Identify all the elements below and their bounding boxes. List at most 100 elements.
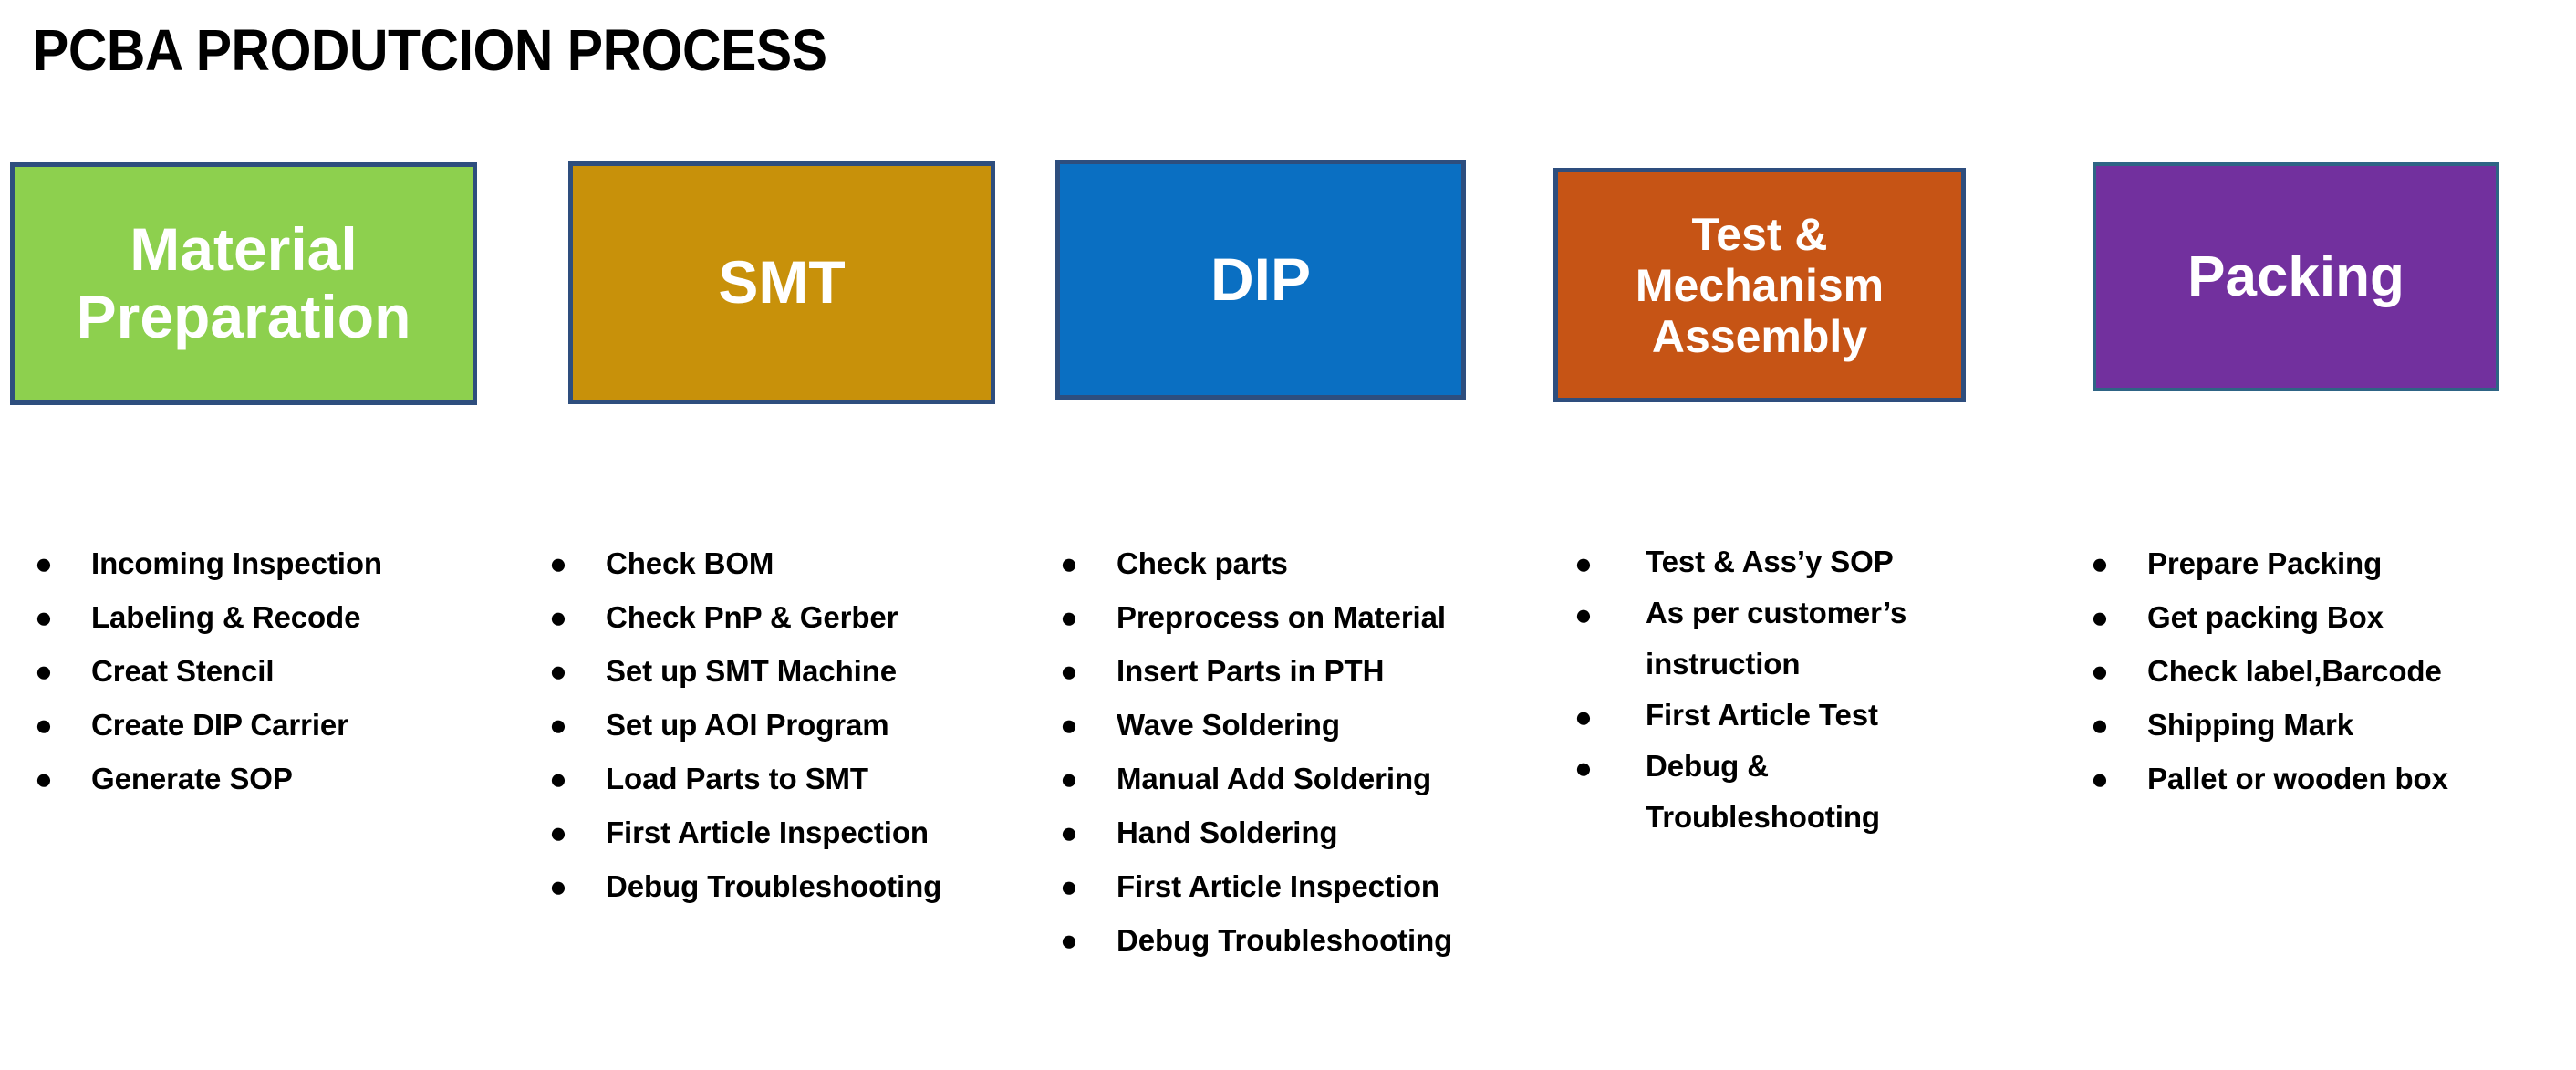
list-item[interactable]: ●First Article Test: [1560, 690, 1989, 741]
stage-box-smt[interactable]: SMT: [568, 161, 995, 404]
list-item[interactable]: ● Debug Troubleshooting: [1045, 913, 1542, 967]
list-item[interactable]: ●Pallet or wooden box: [2076, 752, 2573, 805]
bullet-dot-icon: ●: [549, 600, 567, 634]
list-item[interactable]: ●Debug & Troubleshooting: [1560, 741, 1989, 843]
bullet-dot-icon: ●: [1060, 923, 1078, 957]
stage-label-packing: Packing: [2187, 244, 2405, 308]
list-item[interactable]: ●First Article Inspection: [1045, 859, 1542, 913]
list-item-label: Check PnP & Gerber: [606, 600, 898, 634]
list-item[interactable]: ● Labeling & Recode: [20, 590, 513, 644]
bullet-dot-icon: ●: [549, 869, 567, 903]
list-item[interactable]: ● Insert Parts in PTH: [1045, 644, 1542, 698]
detail-list-material-preparation: ●Incoming Inspection●Labeling & Recode●C…: [20, 536, 513, 805]
bullet-list: ●Incoming Inspection●Labeling & Recode●C…: [20, 536, 513, 805]
list-item-label: Debug Troubleshooting: [606, 869, 942, 903]
bullet-dot-icon: ●: [35, 708, 53, 742]
list-item-label: Preprocess on Material: [1117, 600, 1446, 634]
list-item[interactable]: ● Set up SMT Machine: [535, 644, 1027, 698]
list-item-label: Labeling & Recode: [91, 600, 361, 634]
list-item-label: Check label,Barcode: [2147, 654, 2442, 688]
list-item-label: Insert Parts in PTH: [1117, 654, 1385, 688]
list-item-label: Hand Soldering: [1117, 815, 1338, 849]
bullet-dot-icon: ●: [1060, 708, 1078, 742]
bullet-dot-icon: ●: [35, 654, 53, 688]
stage-label-dip: DIP: [1210, 244, 1312, 313]
list-item-label: First Article Inspection: [606, 815, 929, 849]
list-item[interactable]: ● Check PnP & Gerber: [535, 590, 1027, 644]
list-item[interactable]: ● Debug Troubleshooting: [535, 859, 1027, 913]
bullet-dot-icon: ●: [1574, 700, 1593, 733]
list-item[interactable]: ●As per customer’s instruction: [1560, 587, 1989, 690]
list-item[interactable]: ● Test & Ass’y SOP: [1560, 536, 1989, 587]
detail-list-dip: ● Check parts ● Preprocess on Material ● Inse…: [1045, 536, 1542, 967]
stage-box-dip[interactable]: DIP: [1055, 160, 1466, 400]
list-item[interactable]: ● Preprocess on Material: [1045, 590, 1542, 644]
bullet-list: ● Test & Ass’y SOP ●As per customer’s inst…: [1560, 536, 1989, 843]
list-item-label: Wave Soldering: [1117, 708, 1340, 742]
list-item-label: Debug & Troubleshooting: [1646, 749, 1880, 834]
bullet-dot-icon: ●: [1574, 546, 1593, 580]
list-item-label: Pallet or wooden box: [2147, 762, 2448, 795]
bullet-dot-icon: ●: [549, 654, 567, 688]
list-item[interactable]: ● Generate SOP: [20, 752, 513, 805]
list-item-label: Set up SMT Machine: [606, 654, 898, 688]
stage-label-smt: SMT: [718, 248, 846, 317]
list-item-label: Creat Stencil: [91, 654, 275, 688]
list-item-label: Get packing Box: [2147, 600, 2384, 634]
bullet-dot-icon: ●: [2091, 600, 2109, 634]
list-item[interactable]: ●Hand Soldering: [1045, 805, 1542, 859]
bullet-dot-icon: ●: [35, 600, 53, 634]
stage-box-material-preparation[interactable]: Material Preparation: [10, 162, 477, 405]
stage-box-packing[interactable]: Packing: [2093, 162, 2499, 391]
process-detail-lists: ●Incoming Inspection●Labeling & Recode●C…: [0, 536, 2576, 974]
list-item-label: Shipping Mark: [2147, 708, 2354, 742]
list-item-label: Debug Troubleshooting: [1117, 923, 1453, 957]
page-title: PCBA PRODUTCION PROCESS: [33, 17, 827, 83]
list-item[interactable]: ● Load Parts to SMT: [535, 752, 1027, 805]
bullet-dot-icon: ●: [549, 708, 567, 742]
bullet-dot-icon: ●: [1060, 546, 1078, 580]
list-item[interactable]: ● Get packing Box: [2076, 590, 2573, 644]
detail-list-test-mechanism-assembly: ● Test & Ass’y SOP ●As per customer’s inst…: [1560, 536, 1989, 843]
list-item[interactable]: ● Check BOM: [535, 536, 1027, 590]
detail-list-smt: ● Check BOM ● Check PnP & Gerber ● Set up SMT…: [535, 536, 1027, 913]
bullet-dot-icon: ●: [2091, 708, 2109, 742]
list-item[interactable]: ● Create DIP Carrier: [20, 698, 513, 752]
list-item-label: Load Parts to SMT: [606, 762, 868, 795]
list-item[interactable]: ● Shipping Mark: [2076, 698, 2573, 752]
bullet-dot-icon: ●: [549, 815, 567, 849]
list-item[interactable]: ● Set up AOI Program: [535, 698, 1027, 752]
bullet-dot-icon: ●: [1060, 600, 1078, 634]
stage-box-test-mechanism-assembly[interactable]: Test & Mechanism Assembly: [1553, 168, 1966, 402]
bullet-list: ● Check BOM ● Check PnP & Gerber ● Set up SMT…: [535, 536, 1027, 913]
list-item-label: Test & Ass’y SOP: [1646, 545, 1894, 578]
list-item-label: Create DIP Carrier: [91, 708, 348, 742]
bullet-dot-icon: ●: [1574, 597, 1593, 631]
stage-label-test-mechanism-assembly: Test & Mechanism Assembly: [1635, 208, 1885, 362]
list-item-label: Generate SOP: [91, 762, 293, 795]
list-item-label: Set up AOI Program: [606, 708, 889, 742]
stage-label-material-preparation: Material Preparation: [76, 215, 411, 350]
list-item-label: Prepare Packing: [2147, 546, 2383, 580]
bullet-dot-icon: ●: [549, 762, 567, 795]
bullet-list: ●Prepare Packing●Get packing Box●Check l…: [2076, 536, 2573, 805]
detail-list-packing: ●Prepare Packing●Get packing Box●Check l…: [2076, 536, 2573, 805]
list-item-label: Manual Add Soldering: [1117, 762, 1432, 795]
bullet-dot-icon: ●: [1060, 654, 1078, 688]
list-item-label: Incoming Inspection: [91, 546, 382, 580]
bullet-dot-icon: ●: [35, 762, 53, 795]
list-item[interactable]: ●Incoming Inspection: [20, 536, 513, 590]
list-item[interactable]: ●Prepare Packing: [2076, 536, 2573, 590]
process-stage-row: Material Preparation SMT DIP Test & Mech…: [0, 0, 2576, 420]
list-item[interactable]: ●Check label,Barcode: [2076, 644, 2573, 698]
list-item[interactable]: ● Check parts: [1045, 536, 1542, 590]
bullet-dot-icon: ●: [549, 546, 567, 580]
list-item[interactable]: ● Wave Soldering: [1045, 698, 1542, 752]
list-item[interactable]: ● First Article Inspection: [535, 805, 1027, 859]
list-item-label: First Article Inspection: [1117, 869, 1439, 903]
list-item-label: Check parts: [1117, 546, 1288, 580]
list-item[interactable]: ● Creat Stencil: [20, 644, 513, 698]
list-item-label: Check BOM: [606, 546, 774, 580]
bullet-list: ● Check parts ● Preprocess on Material ● Inse…: [1045, 536, 1542, 967]
list-item[interactable]: ●Manual Add Soldering: [1045, 752, 1542, 805]
